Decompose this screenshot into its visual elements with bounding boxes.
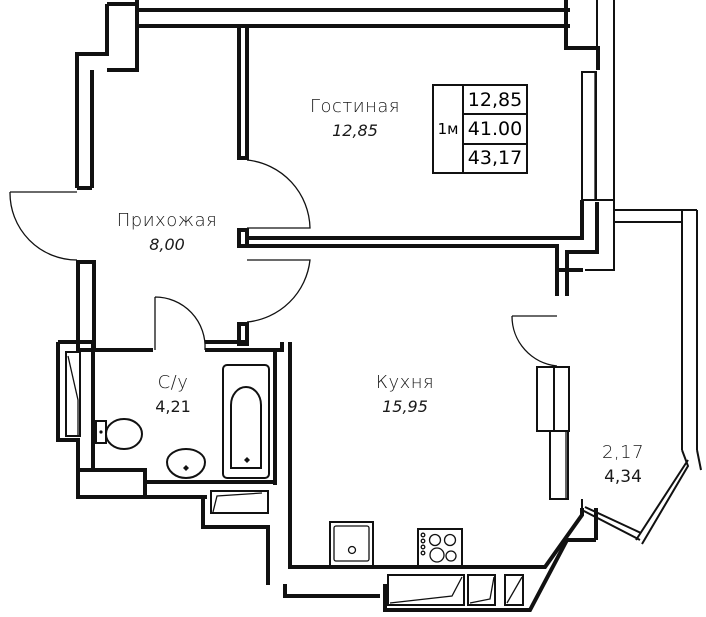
doors <box>9 159 558 367</box>
room-balcony: 2,17 4,34 <box>598 442 648 487</box>
kitchen-sink <box>329 521 374 568</box>
washer-cabinet <box>65 351 81 437</box>
balcony-walls <box>536 209 702 545</box>
room-living: Гостиная 12,85 <box>296 96 414 140</box>
room-kitchen: Кухня 15,95 <box>360 372 450 416</box>
washbasin <box>165 448 207 479</box>
toilet-bowl <box>105 418 143 450</box>
kitchen-fixtures <box>329 521 524 606</box>
area-summary-table: 1м 12,85 41.00 43,17 <box>432 84 528 174</box>
room-name: С/у <box>157 372 189 393</box>
room-count: 1м <box>434 86 464 172</box>
bathtub <box>222 364 270 479</box>
living-area-value: 12,85 <box>464 86 526 116</box>
room-name: Гостиная <box>309 96 401 117</box>
room-area: 8,00 <box>149 235 185 254</box>
room-hall: Прихожая 8,00 <box>108 210 226 254</box>
room-area: 4,21 <box>155 397 191 416</box>
total-area-value: 43,17 <box>467 147 523 170</box>
exterior-walls <box>75 0 615 296</box>
room-name: Прихожая <box>116 210 218 231</box>
room-area: 12,85 <box>332 121 378 140</box>
interior-walls <box>56 24 598 612</box>
room-bathroom: С/у 4,21 <box>148 372 198 416</box>
room-area: 4,34 <box>604 467 642 487</box>
cooktop <box>417 528 463 568</box>
room-name: Кухня <box>375 372 435 393</box>
bathroom-fixtures <box>65 351 270 514</box>
room-area: 15,95 <box>382 397 428 416</box>
area-without-balcony-value: 41.00 <box>464 115 526 145</box>
room-name: 2,17 <box>601 442 645 463</box>
